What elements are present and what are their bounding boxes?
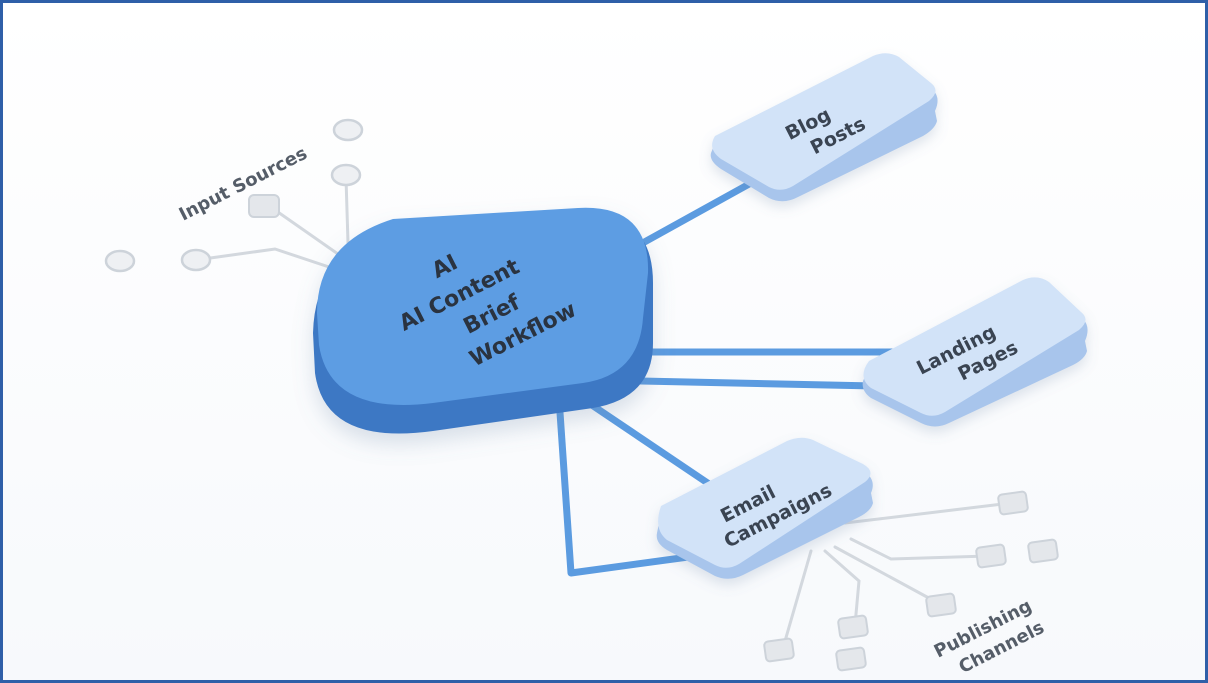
blog-posts-node[interactable] — [710, 53, 938, 202]
channel-node — [975, 543, 1007, 569]
input-node — [104, 249, 136, 273]
channel-line — [843, 501, 1013, 525]
input-node — [330, 163, 362, 187]
channel-node — [997, 490, 1029, 516]
channel-node — [763, 637, 795, 663]
channel-connectors — [781, 501, 1013, 650]
channel-line — [833, 545, 940, 605]
channel-node — [1027, 538, 1059, 564]
channel-line — [849, 537, 990, 561]
channel-nodes — [763, 490, 1059, 672]
landing-pages-node[interactable] — [862, 277, 1088, 427]
email-campaigns-node[interactable] — [656, 437, 873, 579]
input-node — [180, 248, 212, 272]
input-node — [332, 118, 364, 142]
channel-node — [837, 614, 869, 640]
landing-pages-label: Landing Pages — [913, 315, 1021, 401]
diagram-canvas: Input Sources Publishing Channels AI — [104, 53, 1088, 678]
input-source-nodes — [104, 118, 364, 273]
channel-line — [781, 549, 813, 650]
input-line — [194, 247, 343, 273]
input-sources-label: Input Sources — [176, 143, 311, 226]
center-node[interactable] — [313, 207, 653, 434]
channel-line — [823, 549, 861, 627]
channel-node — [925, 592, 957, 618]
input-node — [248, 194, 280, 218]
connector-email-2 — [555, 397, 704, 577]
channel-node — [835, 646, 867, 672]
